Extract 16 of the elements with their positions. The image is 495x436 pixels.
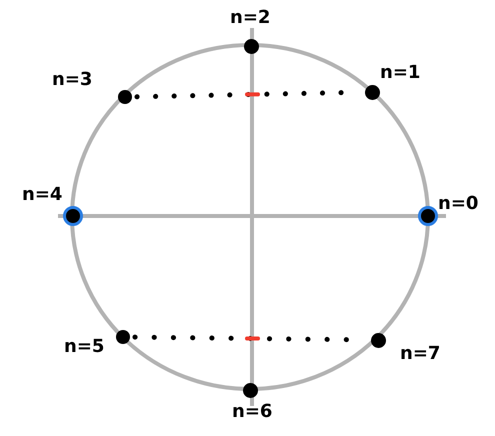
point-label: n=6	[232, 402, 272, 422]
point	[244, 38, 258, 54]
point	[116, 330, 130, 344]
point	[118, 90, 132, 104]
point	[370, 332, 386, 348]
point-label: n=7	[400, 344, 440, 364]
point-label: n=3	[52, 70, 92, 90]
point-label: n=2	[230, 8, 270, 28]
point-label: n=0	[438, 194, 478, 214]
highlighted-point	[63, 206, 83, 226]
point	[364, 84, 380, 100]
point-label: n=4	[22, 185, 62, 205]
point	[242, 382, 258, 398]
highlighted-point	[418, 206, 438, 226]
point-label: n=5	[64, 337, 104, 357]
point-label: n=1	[380, 63, 420, 83]
